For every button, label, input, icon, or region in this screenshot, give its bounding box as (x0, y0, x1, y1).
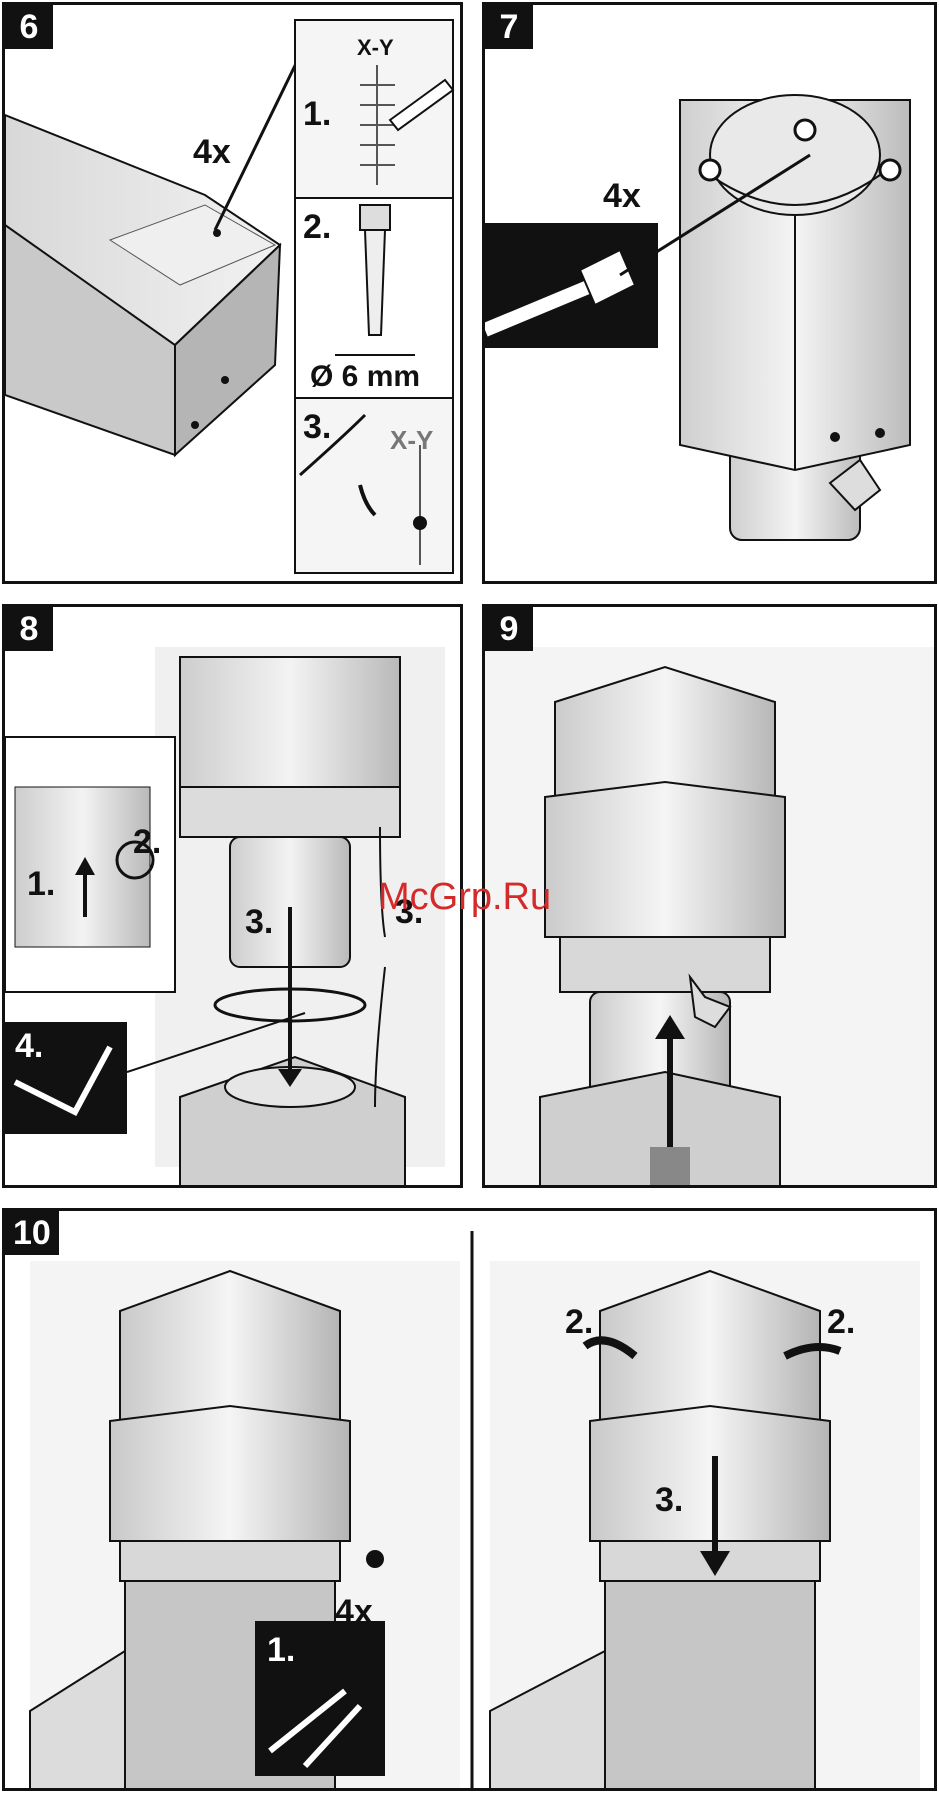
duct-marking-illustration (5, 5, 463, 584)
step-6-sub-3: 3. (303, 408, 331, 447)
step-7-number: 7 (485, 5, 533, 49)
step-6-sub-2: 2. (303, 208, 331, 247)
telescopic-duct-illustration (485, 607, 937, 1188)
step-10-sub-1: 1. (267, 1631, 295, 1670)
screw-fixing-illustration (485, 5, 937, 584)
step-6-mark-label-top: X-Y (357, 35, 394, 61)
step-6-panel: 6 (2, 2, 463, 584)
step-7-count: 4x (603, 177, 641, 216)
step-8-sub-4: 4. (15, 1027, 43, 1066)
step-10-panel: 10 (2, 1208, 937, 1791)
duct-final-fixing-illustration (5, 1211, 937, 1791)
step-6-number: 6 (5, 5, 53, 49)
step-8-sub-2: 2. (133, 823, 161, 862)
watermark-text: McGrp.Ru (378, 876, 551, 919)
step-10-sub-2-right: 2. (827, 1303, 855, 1342)
step-6-mark-label-bottom: X-Y (390, 425, 433, 456)
step-8-sub-3a: 3. (245, 903, 273, 942)
step-8-sub-1: 1. (27, 865, 55, 904)
step-6-sub-1: 1. (303, 95, 331, 134)
step-6-drill-size: Ø 6 mm (310, 360, 420, 394)
step-10-count: 4x (335, 1593, 373, 1632)
step-10-sub-2-left: 2. (565, 1303, 593, 1342)
step-9-number: 9 (485, 607, 533, 651)
step-7-panel: 7 4x (482, 2, 937, 584)
step-10-sub-3: 3. (655, 1481, 683, 1520)
step-6-count: 4x (193, 133, 231, 172)
step-10-number: 10 (5, 1211, 59, 1255)
step-8-number: 8 (5, 607, 53, 651)
